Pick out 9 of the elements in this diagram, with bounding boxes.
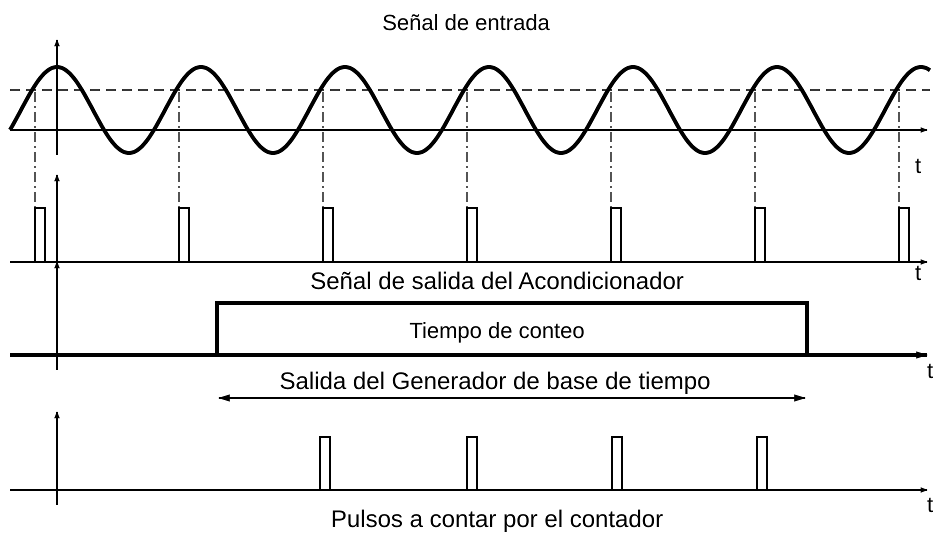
axis-label: t <box>926 360 934 382</box>
signal-title: Salida del Generador de base de tiempo <box>280 370 710 394</box>
axis-label: t <box>914 262 922 284</box>
interval-label: Tiempo de conteo <box>409 320 585 342</box>
axis-label: t <box>914 155 922 177</box>
signal-title: Señal de entrada <box>382 12 550 34</box>
signal-title: Señal de salida del Acondicionador <box>310 270 684 294</box>
signal-title: Pulsos a contar por el contador <box>330 508 664 532</box>
axis-label: t <box>926 494 934 516</box>
